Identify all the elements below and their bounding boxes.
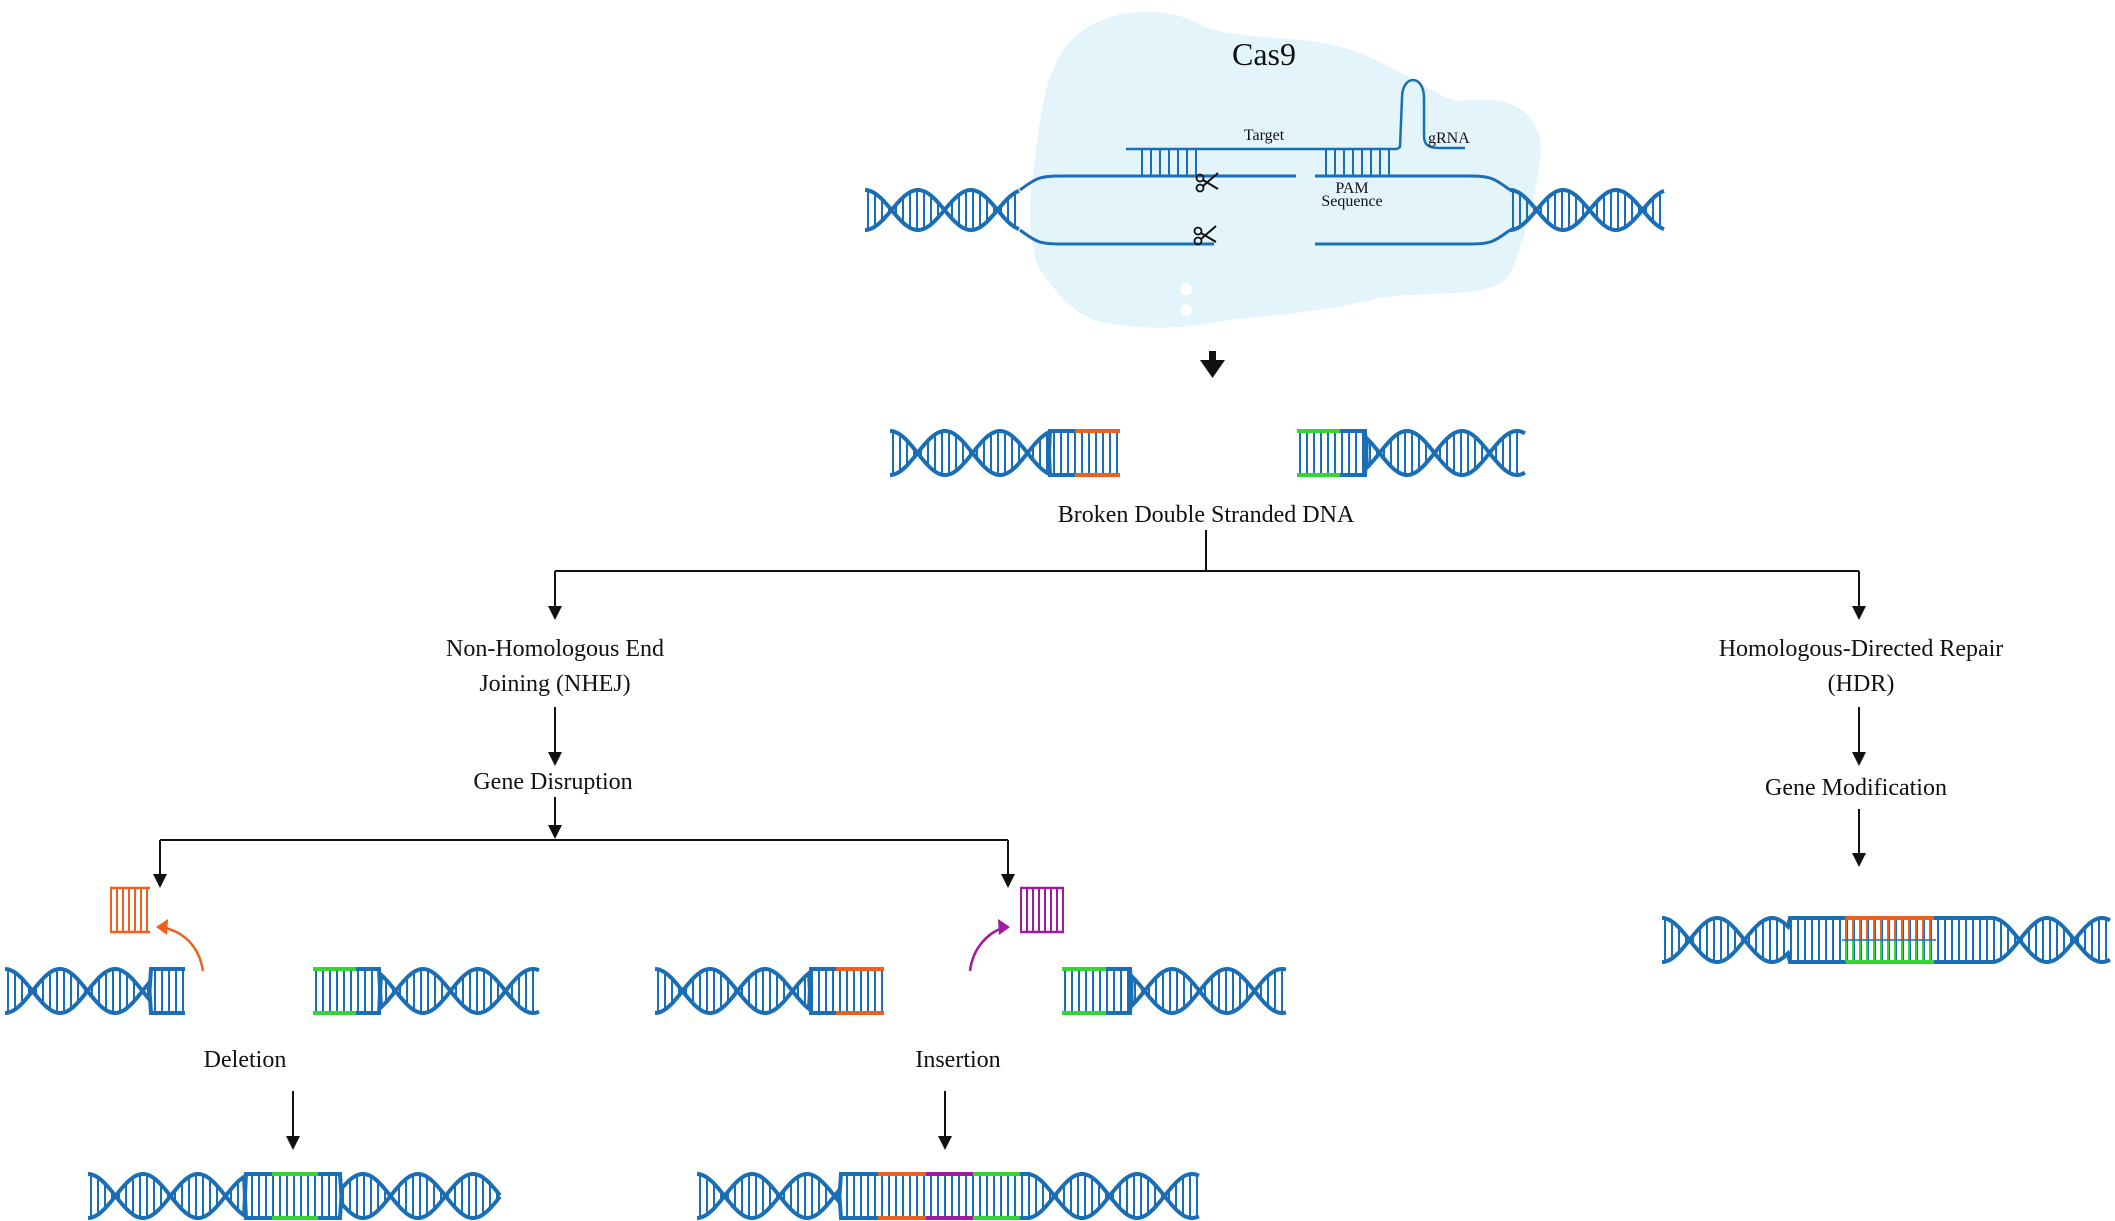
nhej-branch-connector: [159, 839, 1009, 874]
dna-strand: [1315, 174, 1511, 192]
broken-dna-left: [889, 428, 1120, 478]
arrowhead-hdr: [1852, 606, 1866, 620]
broken-dna-label: Broken Double Stranded DNA: [1058, 502, 1355, 528]
dna-strand: [1019, 228, 1214, 246]
deletion-result-dna: [87, 1171, 502, 1221]
dna-strand: [4, 967, 185, 1016]
dna-strand: [1509, 187, 1665, 232]
bubble-1: [1180, 283, 1192, 295]
scissors-icon: [1195, 172, 1219, 193]
arrowhead-insertion-down: [938, 1136, 952, 1150]
deletion-curved-arrow: [161, 925, 205, 972]
dna-strand: [4, 966, 185, 1015]
dna-strand: [864, 188, 1020, 233]
dna-strand: [1062, 967, 1287, 1016]
arrowhead-disruption-down: [548, 825, 562, 839]
broken-dna-right: [1297, 428, 1526, 478]
dna-strand: [1315, 228, 1511, 246]
insertion-curved-arrow: [968, 926, 1004, 972]
insertion-result-dna: [696, 1171, 1200, 1221]
insertion-arrowhead: [998, 919, 1010, 935]
deletion-dna-left: [4, 966, 185, 1016]
cas9-title: Cas9: [1232, 36, 1296, 72]
down-arrow-icon: [1200, 351, 1225, 378]
bubble-2: [1180, 304, 1192, 316]
insertion-dna-right: [1062, 966, 1287, 1016]
hdr-label-line1: Homologous-Directed Repair: [1719, 636, 2004, 662]
insertion-dna-left: [654, 966, 884, 1016]
main-branch-connector: [554, 530, 1860, 610]
scissors-icon: [1193, 225, 1217, 246]
dna-strand: [1019, 174, 1296, 192]
cas9-blob: [1030, 11, 1541, 328]
arrowhead-modification-down: [1852, 853, 1866, 867]
deletion-dna-right: [313, 966, 540, 1016]
hdr-label-line2: (HDR): [1828, 671, 1895, 697]
inserted-fragment: [1020, 886, 1064, 934]
hdr-result-dna: [1661, 915, 2111, 965]
grna-base-pairs: [1141, 149, 1390, 176]
nhej-label-line1: Non-Homologous End: [446, 636, 664, 662]
gene-disruption-label: Gene Disruption: [473, 769, 632, 795]
arrowhead-insertion-branch: [1001, 874, 1015, 888]
pam-label: PAM: [1335, 180, 1368, 197]
arrowhead-deletion-branch: [153, 874, 167, 888]
insertion-label: Insertion: [915, 1047, 1000, 1073]
dna-strand: [313, 967, 540, 1016]
deletion-label: Deletion: [204, 1047, 287, 1073]
cas9-dna-complex: [864, 174, 1665, 246]
deleted-fragment: [110, 886, 150, 934]
target-label: Target: [1244, 127, 1285, 144]
gene-modification-label: Gene Modification: [1765, 775, 1947, 801]
arrowhead-nhej: [548, 606, 562, 620]
grna-label: gRNA: [1428, 130, 1470, 147]
arrowhead-disruption: [548, 752, 562, 766]
nhej-label-line2: Joining (NHEJ): [479, 671, 630, 697]
sequence-label: Sequence: [1321, 193, 1382, 210]
arrowhead-deletion-down: [286, 1136, 300, 1150]
deletion-arrowhead: [156, 919, 168, 935]
arrowhead-modification: [1852, 752, 1866, 766]
grna-strand: [1126, 78, 1465, 151]
